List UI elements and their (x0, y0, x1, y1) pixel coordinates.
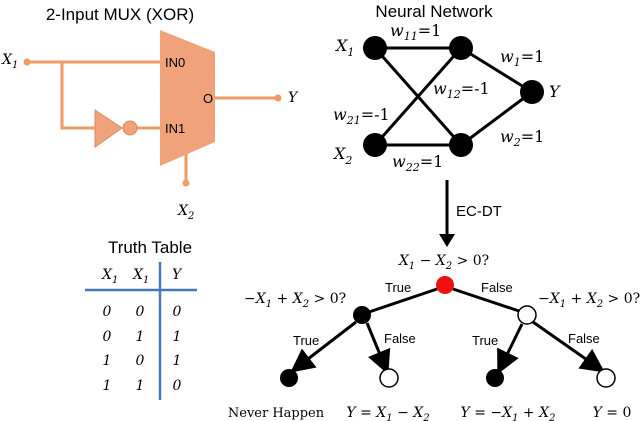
tt-header-col3: Y (172, 267, 183, 283)
nn-hidden-node-2 (449, 133, 473, 157)
mux-diagram: 2-Input MUX (XOR) IN0 IN1 O X1 Y X2 (1, 5, 299, 222)
nn-input-node-x1 (363, 36, 387, 60)
w1-label: w1=1 (500, 47, 544, 69)
in1-label: IN1 (165, 121, 185, 136)
leaf3-label: Y = −X1 + X2 (461, 405, 556, 421)
tt-cell: 0 (173, 304, 182, 320)
root-false-label: False (481, 280, 513, 295)
ecdt-label: EC-DT (456, 203, 502, 220)
left-false-label: False (384, 331, 416, 346)
left-condition: −X1 + X2 > 0? (244, 291, 346, 310)
neural-network: Neural Network X1 X2 Y w11=1 w12=-1 w21=… (332, 2, 561, 174)
nn-input-node-x2 (363, 133, 387, 157)
tt-cell: 0 (103, 304, 112, 320)
leaf1-label: Never Happen (228, 406, 325, 421)
tt-cell: 0 (103, 329, 112, 345)
root-condition: X1 − X2 > 0? (398, 253, 489, 272)
nn-hidden-node-1 (449, 36, 473, 60)
in0-label: IN0 (165, 55, 185, 70)
mux-x1-label: X1 (1, 52, 18, 71)
tree-leaf-y1 (379, 368, 399, 388)
w11-label: w11=1 (390, 21, 441, 43)
root-true-label: True (385, 280, 411, 295)
truth-table-title: Truth Table (108, 238, 192, 257)
tt-cell: 1 (103, 353, 112, 369)
inverter-bubble (122, 120, 138, 136)
tree-left-node (353, 306, 371, 324)
tree-leaf-never-happen (280, 369, 298, 387)
tree-root-node (436, 276, 454, 294)
tt-cell: 1 (103, 378, 112, 394)
nn-title: Neural Network (375, 2, 493, 21)
right-false-label: False (568, 331, 600, 346)
x2-terminal-dot (182, 179, 190, 187)
left-true-label: True (293, 333, 319, 348)
nn-x1-label: X1 (334, 36, 354, 59)
mux-wires (27, 60, 278, 183)
tt-header-col1: X1 (101, 267, 118, 286)
tree-right-node (517, 305, 537, 325)
tt-cell: 1 (136, 378, 145, 394)
w21-label: w21=-1 (333, 105, 390, 127)
mux-body (160, 30, 215, 166)
ecdt-arrowhead (439, 234, 455, 247)
decision-tree: X1 − X2 > 0? True False True False True … (228, 253, 640, 421)
truth-table: Truth Table X1 X1 Y 0 0 0 0 1 1 1 0 1 1 … (85, 238, 197, 400)
nn-x2-label: X2 (332, 144, 352, 167)
right-condition: −X1 + X2 > 0? (538, 291, 640, 310)
w2-label: w2=1 (500, 127, 544, 149)
tree-leaf-y2 (486, 369, 504, 387)
tt-cell: 1 (173, 329, 182, 345)
nn-y-label: Y (549, 82, 561, 101)
tt-cell: 0 (136, 304, 145, 320)
y-terminal-dot (274, 94, 282, 102)
mux-x2-label: X2 (177, 203, 194, 222)
w12-label: w12=-1 (433, 79, 490, 101)
leaf4-label: Y = 0 (593, 405, 632, 421)
tree-leaf-y0 (596, 368, 616, 388)
tt-cell: 0 (136, 353, 145, 369)
tt-cell: 0 (173, 378, 182, 394)
nn-edges (373, 46, 533, 147)
tt-cell: 1 (173, 353, 182, 369)
inverter-triangle (94, 109, 123, 148)
leaf2-label: Y = X1 − X2 (346, 405, 429, 421)
mux-title: 2-Input MUX (XOR) (46, 5, 194, 24)
truth-table-body: 0 0 0 0 1 1 1 0 1 1 1 0 (103, 304, 182, 394)
right-true-label: True (472, 333, 498, 348)
x1-terminal-dot (23, 58, 31, 66)
mux-y-label: Y (288, 90, 299, 106)
w22-label: w22=1 (392, 152, 443, 174)
tt-cell: 1 (136, 329, 145, 345)
nn-output-node (520, 80, 544, 104)
tree-edges (290, 287, 605, 375)
tt-header-col2: X1 (132, 267, 149, 286)
ecdt-arrow: EC-DT (439, 180, 502, 247)
out-label: O (203, 91, 213, 106)
